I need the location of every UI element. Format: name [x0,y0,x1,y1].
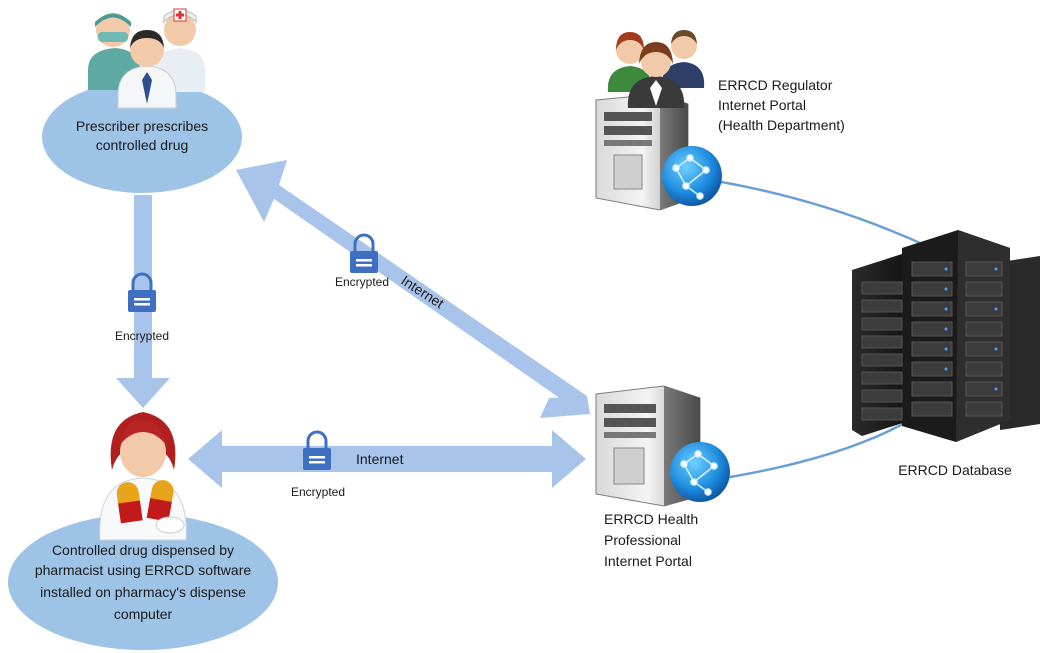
lock-icon [128,272,156,312]
health-portal-label-line: Internet Portal [604,553,692,569]
regulator-portal-node: ERRCD Regulator Internet Portal (Health … [595,30,845,211]
lock-icon [350,233,378,273]
prescriber-ellipse [42,81,242,193]
lock-icon [303,430,331,470]
prescriber-node: Prescriber prescribes controlled drug [42,8,242,193]
channel-label: Internet [356,451,404,467]
prescriber-label-line: Prescriber prescribes [76,118,208,134]
pharmacist-label-line: pharmacist using ERRCD software [35,562,252,578]
arrow-prescriber-portal [236,160,590,418]
portal-db-line [711,418,911,482]
server-rack-icon [852,230,1040,442]
doctors-group-icon [88,8,205,109]
health-portal-node: ERRCD Health Professional Internet Porta… [595,385,730,569]
pharmacist-ellipse [8,514,278,650]
regulator-db-line [709,178,936,252]
globe-icon [670,442,730,502]
lock-label: Encrypted [335,275,389,289]
pharmacist-label-line: computer [114,606,173,622]
prescriber-label-line: controlled drug [96,137,189,153]
database-label: ERRCD Database [898,462,1012,478]
regulator-label-line: (Health Department) [718,117,845,133]
lock-label: Encrypted [115,329,169,343]
rack-units [861,261,1003,421]
globe-icon [662,146,722,206]
health-portal-label-line: ERRCD Health [604,511,698,527]
channel-label: Internet [398,272,447,311]
server-with-people-icon [595,30,722,211]
arrow-pharmacist-portal [188,430,586,488]
pharmacist-label-line: installed on pharmacy's dispense [40,584,246,600]
pharmacist-icon [99,412,187,541]
regulator-label-line: ERRCD Regulator [718,77,833,93]
database-link-lines [709,178,936,482]
database-node: ERRCD Database [852,230,1040,478]
regulator-label-line: Internet Portal [718,97,806,113]
health-portal-label-line: Professional [604,532,681,548]
lock-label: Encrypted [291,485,345,499]
pharmacist-node: Controlled drug dispensed by pharmacist … [8,412,278,650]
server-globe-icon [595,385,730,507]
pharmacist-label-line: Controlled drug dispensed by [52,542,234,558]
